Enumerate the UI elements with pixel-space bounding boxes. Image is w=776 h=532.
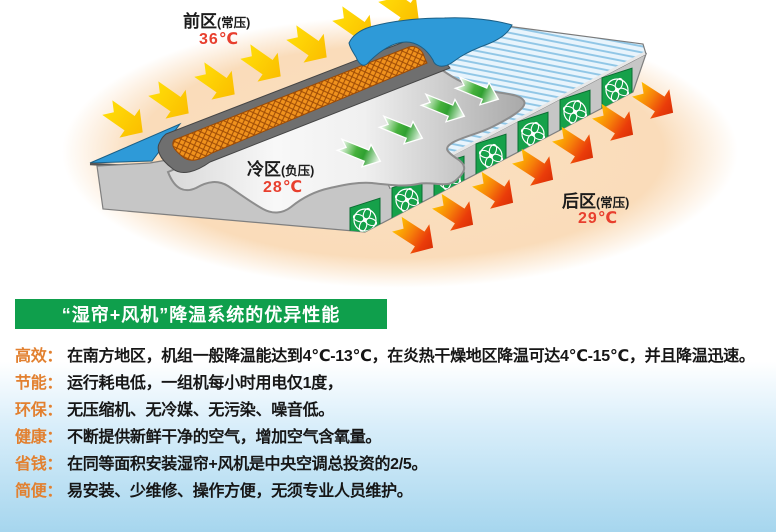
front-zone-temp: 36℃: [199, 31, 240, 48]
diagram-canvas: [62, 0, 738, 288]
cold-zone-temp: 28℃: [263, 179, 304, 196]
feature-row: 健康：不断提供新鲜干净的空气，增加空气含氧量。: [15, 428, 382, 446]
roof-membrane: [348, 17, 513, 67]
rear-zone-temp: 29℃: [578, 210, 619, 227]
feature-row: 省钱：在同等面积安装湿帘+风机是中央空调总投资的2/5。: [15, 455, 428, 473]
section-title-banner: “湿帘+风机”降温系统的优异性能: [15, 299, 387, 329]
cooling-system-diagram: 前区(常压) 36℃ 冷区(负压) 28℃ 后区(常压) 29℃: [62, 0, 738, 288]
rear-zone-label: 后区(常压): [562, 192, 630, 211]
feature-row: 简便：易安装、少维修、操作方便，无须专业人员维护。: [15, 482, 413, 500]
cold-zone-label: 冷区(负压): [247, 160, 315, 179]
feature-row: 高效：在南方地区，机组一般降温能达到4℃-13℃，在炎热干燥地区降温可达4℃-1…: [15, 347, 755, 365]
feature-row: 节能：运行耗电低，一组机每小时用电仅1度，: [15, 374, 343, 392]
feature-row: 环保：无压缩机、无冷媒、无污染、噪音低。: [15, 401, 335, 419]
features-list: 高效：在南方地区，机组一般降温能达到4℃-13℃，在炎热干燥地区降温可达4℃-1…: [15, 340, 776, 502]
wet-curtain-pad: [172, 46, 428, 161]
front-zone-label: 前区(常压): [183, 12, 251, 31]
